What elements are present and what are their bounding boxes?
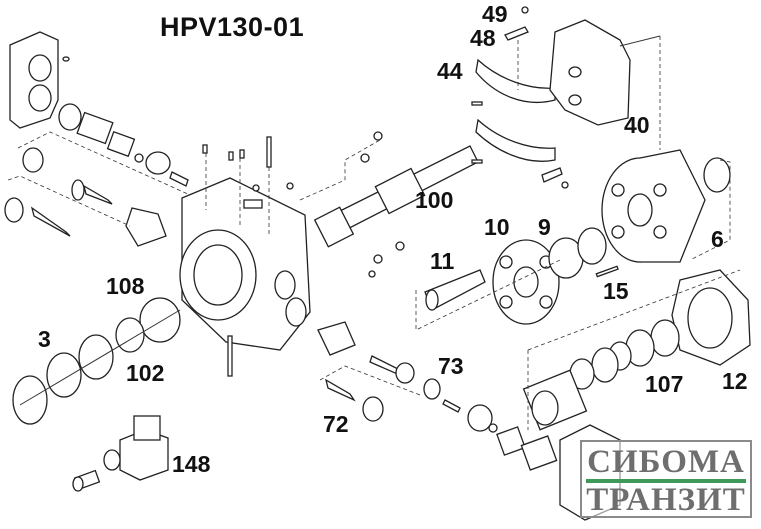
- part-label-102: 102: [126, 360, 165, 386]
- watermark-line-1: СИБОМА: [587, 444, 745, 480]
- part-label-44: 44: [437, 58, 463, 84]
- part-label-12: 12: [722, 368, 748, 394]
- part-label-3: 3: [38, 326, 51, 352]
- part-label-108: 108: [106, 273, 145, 299]
- control-valve-parts: [317, 321, 558, 471]
- part-label-40: 40: [624, 112, 650, 138]
- part-label-100: 100: [415, 187, 454, 213]
- spring-assembly-top-left: [58, 103, 189, 187]
- part-label-10: 10: [484, 214, 510, 240]
- valve-parts-left: [4, 147, 167, 247]
- pump-housing: [179, 177, 311, 377]
- cradle-bearings: [471, 6, 569, 189]
- watermark-line-2: ТРАНЗИТ: [586, 482, 746, 518]
- part-label-6: 6: [711, 226, 724, 252]
- part-label-107: 107: [645, 371, 684, 397]
- part-label-15: 15: [603, 278, 629, 304]
- part-label-48: 48: [470, 25, 496, 51]
- spring-stack: [522, 319, 680, 431]
- valve-plate: [671, 269, 751, 366]
- cylinder-block: [601, 149, 731, 263]
- housing-pins: [202, 136, 294, 192]
- piston-assembly: [424, 227, 619, 325]
- part-label-11: 11: [430, 248, 455, 274]
- drive-shaft: [313, 131, 479, 278]
- part-label-49: 49: [482, 1, 508, 27]
- part-label-72: 72: [323, 411, 349, 437]
- diagram-title: HPV130-01: [160, 12, 305, 42]
- solenoid-valve: [72, 415, 169, 492]
- part-label-148: 148: [172, 451, 211, 477]
- watermark-bar: [586, 479, 746, 483]
- part-label-9: 9: [538, 214, 551, 240]
- watermark-logo: СИБОМА ТРАНЗИТ: [580, 440, 752, 518]
- part-label-73: 73: [438, 353, 464, 379]
- end-cover-part: [9, 31, 70, 129]
- swash-plate: [549, 19, 631, 126]
